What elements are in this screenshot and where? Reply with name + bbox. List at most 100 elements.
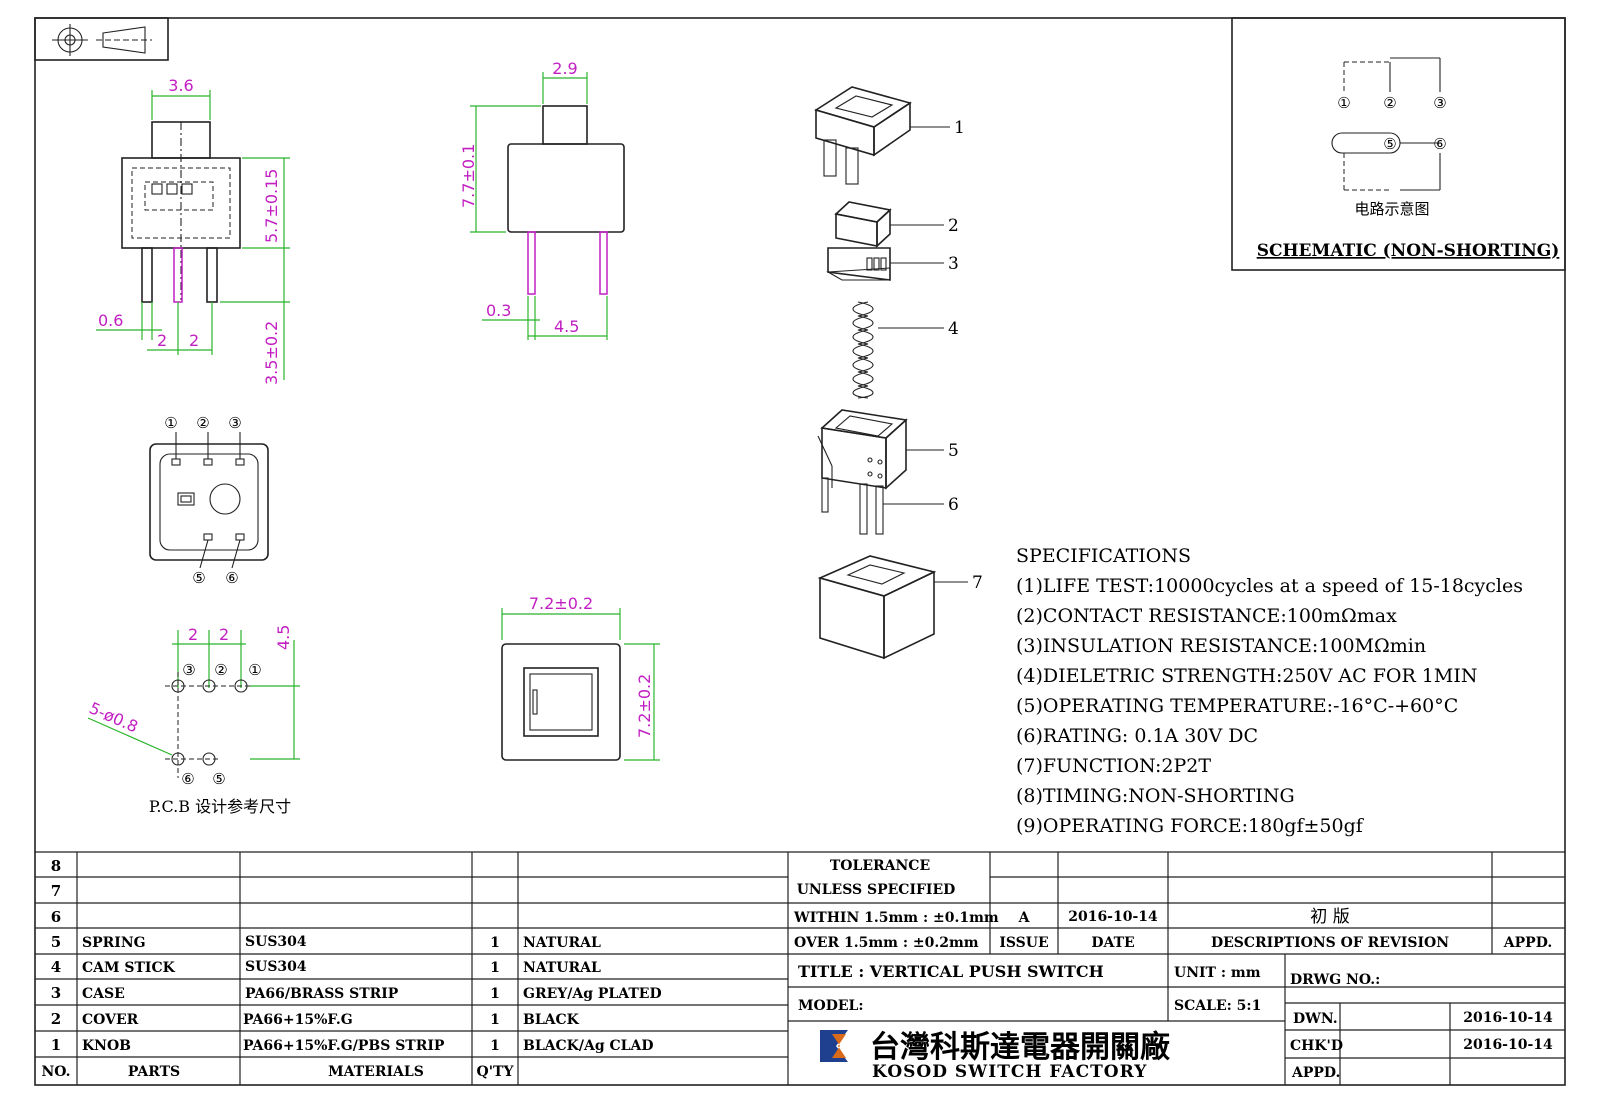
bom-finish: NATURAL [523,960,601,976]
spec-heading: SPECIFICATIONS [1016,545,1191,567]
bom-row: 2 COVER PA66+15%F.G 1 BLACK [51,1010,580,1028]
revision-date: 2016-10-14 [1068,909,1158,925]
spec-item: (8)TIMING:NON-SHORTING [1016,785,1295,807]
company-name-cn: 台灣科斯達電器開關廠 [870,1030,1170,1065]
bom-finish: BLACK/Ag CLAD [523,1038,653,1054]
pcb-hole-dim: 5-ø0.8 [86,698,140,736]
bom-finish: GREY/Ag PLATED [523,986,662,1002]
front-view: 2.9 7.7±0.1 0.3 4.5 [459,59,625,340]
bottom-view: ① ② ③ ⑤ ⑥ [149,414,269,587]
spec-item: (7)FUNCTION:2P2T [1016,755,1211,777]
bom-finish: NATURAL [523,935,601,951]
schem-caption: 电路示意图 [1354,200,1429,218]
exploded-view: 1 2 3 4 5 6 [814,86,983,660]
dim-top-width: 7.2±0.2 [529,594,593,613]
schem-pin: ② [1383,94,1396,112]
bom-qty: 1 [490,986,500,1002]
part-label: 7 [972,573,983,593]
company-name-en: KOSOD SWITCH FACTORY [872,1062,1147,1082]
part-label: 6 [948,495,959,515]
side-view: 3.6 5.7±0.15 3.5±0.2 0.6 2 2 [96,76,290,385]
bom-row-no: 6 [51,908,61,926]
part-label: 1 [954,118,965,138]
spec-item: (6)RATING: 0.1A 30V DC [1016,725,1258,747]
tolerance-within: WITHIN 1.5mm : ±0.1mm [793,910,999,926]
appd-label: APPD. [1291,1065,1340,1081]
bom-header-no: NO. [41,1064,70,1080]
schem-pin: ⑥ [1433,135,1446,153]
dim-pin-height: 3.5±0.2 [262,321,281,385]
revision-issue: A [1018,910,1031,926]
spec-item: (2)CONTACT RESISTANCE:100mΩmax [1016,605,1397,627]
dim-body-height: 5.7±0.15 [262,169,281,243]
spec-item: (5)OPERATING TEMPERATURE:-16°C-+60°C [1016,695,1458,717]
pcb-label: ⑤ [212,770,225,788]
scale: SCALE: 5:1 [1174,998,1261,1014]
part-label: 4 [948,319,959,339]
drwg-no-label: DRWG NO.: [1290,972,1380,988]
pin-label: ⑤ [192,569,205,587]
part-label: 3 [948,254,959,274]
revision-header-issue: ISSUE [999,935,1048,951]
spec-item: (3)INSULATION RESISTANCE:100MΩmin [1016,635,1426,657]
pin-label: ⑥ [225,569,238,587]
bom-row: 4 CAM STICK SUS304 1 NATURAL [51,958,601,976]
model-label: MODEL: [798,998,864,1014]
bom-finish: BLACK [523,1012,580,1028]
tolerance-over: OVER 1.5mm : ±0.2mm [794,935,979,951]
spec-item: (1)LIFE TEST:10000cycles at a speed of 1… [1016,575,1523,597]
bom-row: 3 CASE PA66/BRASS STRIP 1 GREY/Ag PLATED [51,984,662,1002]
dwn-label: DWN. [1293,1011,1338,1027]
bom-part: SPRING [82,935,146,951]
bom-qty: 1 [490,1012,500,1028]
bom-no: 2 [51,1010,61,1028]
bom-part: CASE [82,986,125,1002]
part-label: 5 [948,441,959,461]
pcb-pitch-2: 2 [219,625,229,644]
pcb-layout: 2 2 4.5 ③ ② ① ⑥ ⑤ 5-ø0.8 P.C.B 设计参考尺寸 [86,625,300,816]
bom-header-parts: PARTS [128,1064,180,1080]
spec-item: (4)DIELETRIC STRENGTH:250V AC FOR 1MIN [1016,665,1477,687]
bom-material: PA66+15%F.G/PBS STRIP [243,1038,445,1054]
bom-header-qty: Q'TY [477,1064,515,1080]
bom-material: PA66+15%F.G [243,1012,353,1028]
company-logo-icon [820,1030,848,1062]
spec-item: (9)OPERATING FORCE:180gf±50gf [1016,815,1365,837]
pcb-label: ③ [182,661,195,679]
sheet-border [34,17,1566,1086]
bom-row: 5 SPRING SUS304 1 NATURAL [51,933,601,951]
pcb-height: 4.5 [274,625,293,650]
pcb-caption: P.C.B 设计参考尺寸 [149,797,291,816]
dim-front-height: 7.7±0.1 [459,144,478,208]
bom-material: SUS304 [245,934,307,950]
dim-pitch-left: 2 [157,331,167,350]
bom-row: 1 KNOB PA66+15%F.G/PBS STRIP 1 BLACK/Ag … [51,1036,654,1054]
bom-part: CAM STICK [82,960,176,976]
dim-front-pin-thickness: 0.3 [486,301,511,320]
revision-header-desc: DESCRIPTIONS OF REVISION [1211,935,1449,951]
bom-part: KNOB [82,1038,131,1054]
bom-no: 4 [51,958,61,976]
bom-header-materials: MATERIALS [328,1064,424,1080]
part-label: 2 [948,216,959,236]
dim-top-height: 7.2±0.2 [635,674,654,738]
title-block: 8 7 6 5 SPRING SUS304 1 NATURAL 4 CAM ST… [35,851,1565,1085]
unit: UNIT : mm [1174,965,1261,981]
pin-label: ③ [228,414,241,432]
dim-top-width: 3.6 [168,76,193,95]
tolerance-line1: TOLERANCE [830,858,930,874]
schem-pin: ⑤ [1383,135,1396,153]
tolerance-line2: UNLESS SPECIFIED [797,882,956,898]
bom-part: COVER [82,1012,139,1028]
bom-no: 5 [51,933,61,951]
dim-front-top: 2.9 [552,59,577,78]
pin-label: ② [196,414,209,432]
chkd-label: CHK'D [1290,1038,1343,1054]
bom-no: 3 [51,984,61,1002]
bom-qty: 1 [490,935,500,951]
bom-qty: 1 [490,1038,500,1054]
bom-material: SUS304 [245,959,307,975]
pcb-label: ① [248,661,261,679]
bom-qty: 1 [490,960,500,976]
